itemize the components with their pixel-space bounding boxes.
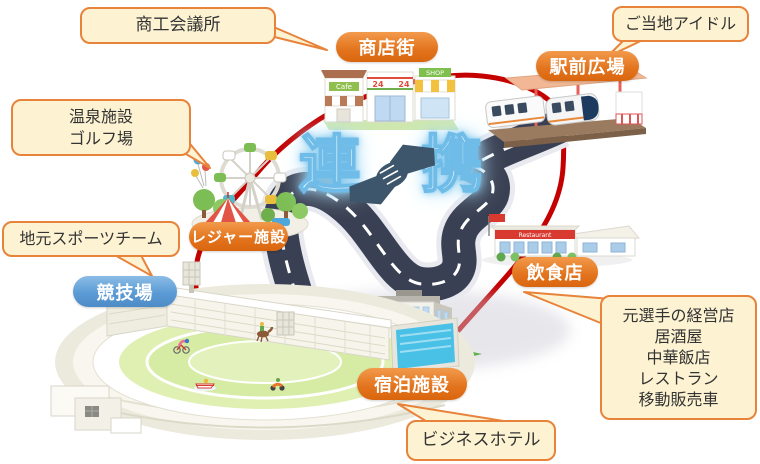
small-shop: SHOP — [414, 68, 456, 121]
restaurant-example-line: 元選手の経営店 — [622, 305, 735, 325]
shopping-street-illustration: Cafe 24 24 SHOP — [321, 68, 459, 130]
callout-chamber-of-commerce: 商工会議所 — [80, 7, 276, 44]
node-station-plaza-label: 駅前広場 — [549, 57, 626, 78]
callout-sports-team-text: 地元スポーツチーム — [19, 229, 163, 249]
store-24-sign-2: 24 — [398, 80, 410, 89]
node-stadium: 競技場 — [73, 276, 177, 307]
callout-onsen-golf: 温泉施設 ゴルフ場 — [11, 99, 191, 156]
cafe-sign: Cafe — [336, 83, 352, 91]
race-boat-icon — [194, 378, 216, 391]
store-24-sign: 24 — [372, 80, 384, 89]
callout-local-idol: ご当地アイドル — [612, 6, 749, 42]
restaurant-example-line: 移動販売車 — [638, 390, 719, 410]
node-shopping-street-label: 商店街 — [358, 38, 416, 59]
callout-golf-text: ゴルフ場 — [68, 128, 133, 148]
callout-business-hotel: ビジネスホテル — [406, 420, 556, 461]
restaurant-example-line: 居酒屋 — [654, 326, 703, 346]
horse-rider-icon — [256, 322, 274, 343]
node-station-plaza: 駅前広場 — [536, 51, 639, 81]
callout-chamber-text: 商工会議所 — [135, 15, 221, 36]
shop-sign: SHOP — [426, 69, 444, 77]
callout-business-hotel-text: ビジネスホテル — [421, 430, 541, 451]
node-leisure-facility-label: レジャー施設 — [190, 228, 287, 246]
stadium-screen — [390, 317, 460, 375]
callout-onsen-text: 温泉施設 — [68, 107, 133, 127]
node-lodging: 宿泊施設 — [357, 368, 467, 400]
callout-restaurant-examples: 元選手の経営店 居酒屋 中華飯店 レストラン 移動販売車 — [600, 295, 757, 420]
restaurant-flag-icon — [489, 214, 505, 222]
restaurant-sign: Restaurant — [519, 232, 552, 239]
node-leisure-facility: レジャー施設 — [189, 222, 288, 251]
train-icon — [485, 93, 600, 129]
node-shopping-street: 商店街 — [336, 32, 438, 62]
entrance-buildings — [50, 385, 142, 434]
callout-local-idol-text: ご当地アイドル — [624, 14, 737, 34]
node-restaurant-label: 飲食店 — [526, 263, 584, 284]
floodlight-tower-2 — [276, 311, 295, 336]
node-lodging-label: 宿泊施設 — [374, 375, 450, 396]
motorcycle-icon — [270, 378, 285, 391]
cyclist-icon — [173, 338, 190, 354]
striped-fence — [615, 113, 643, 125]
callout-local-sports-team: 地元スポーツチーム — [2, 221, 180, 257]
cafe-shop: Cafe — [321, 70, 367, 123]
node-restaurant: 飲食店 — [512, 257, 598, 287]
stadium-illustration — [50, 261, 475, 440]
restaurant-example-line: レストラン — [638, 369, 719, 389]
node-stadium-label: 競技場 — [96, 282, 154, 304]
convenience-store: 24 24 — [366, 71, 414, 123]
floodlight-tower — [182, 261, 201, 293]
restaurant-example-line: 中華飯店 — [646, 347, 711, 367]
